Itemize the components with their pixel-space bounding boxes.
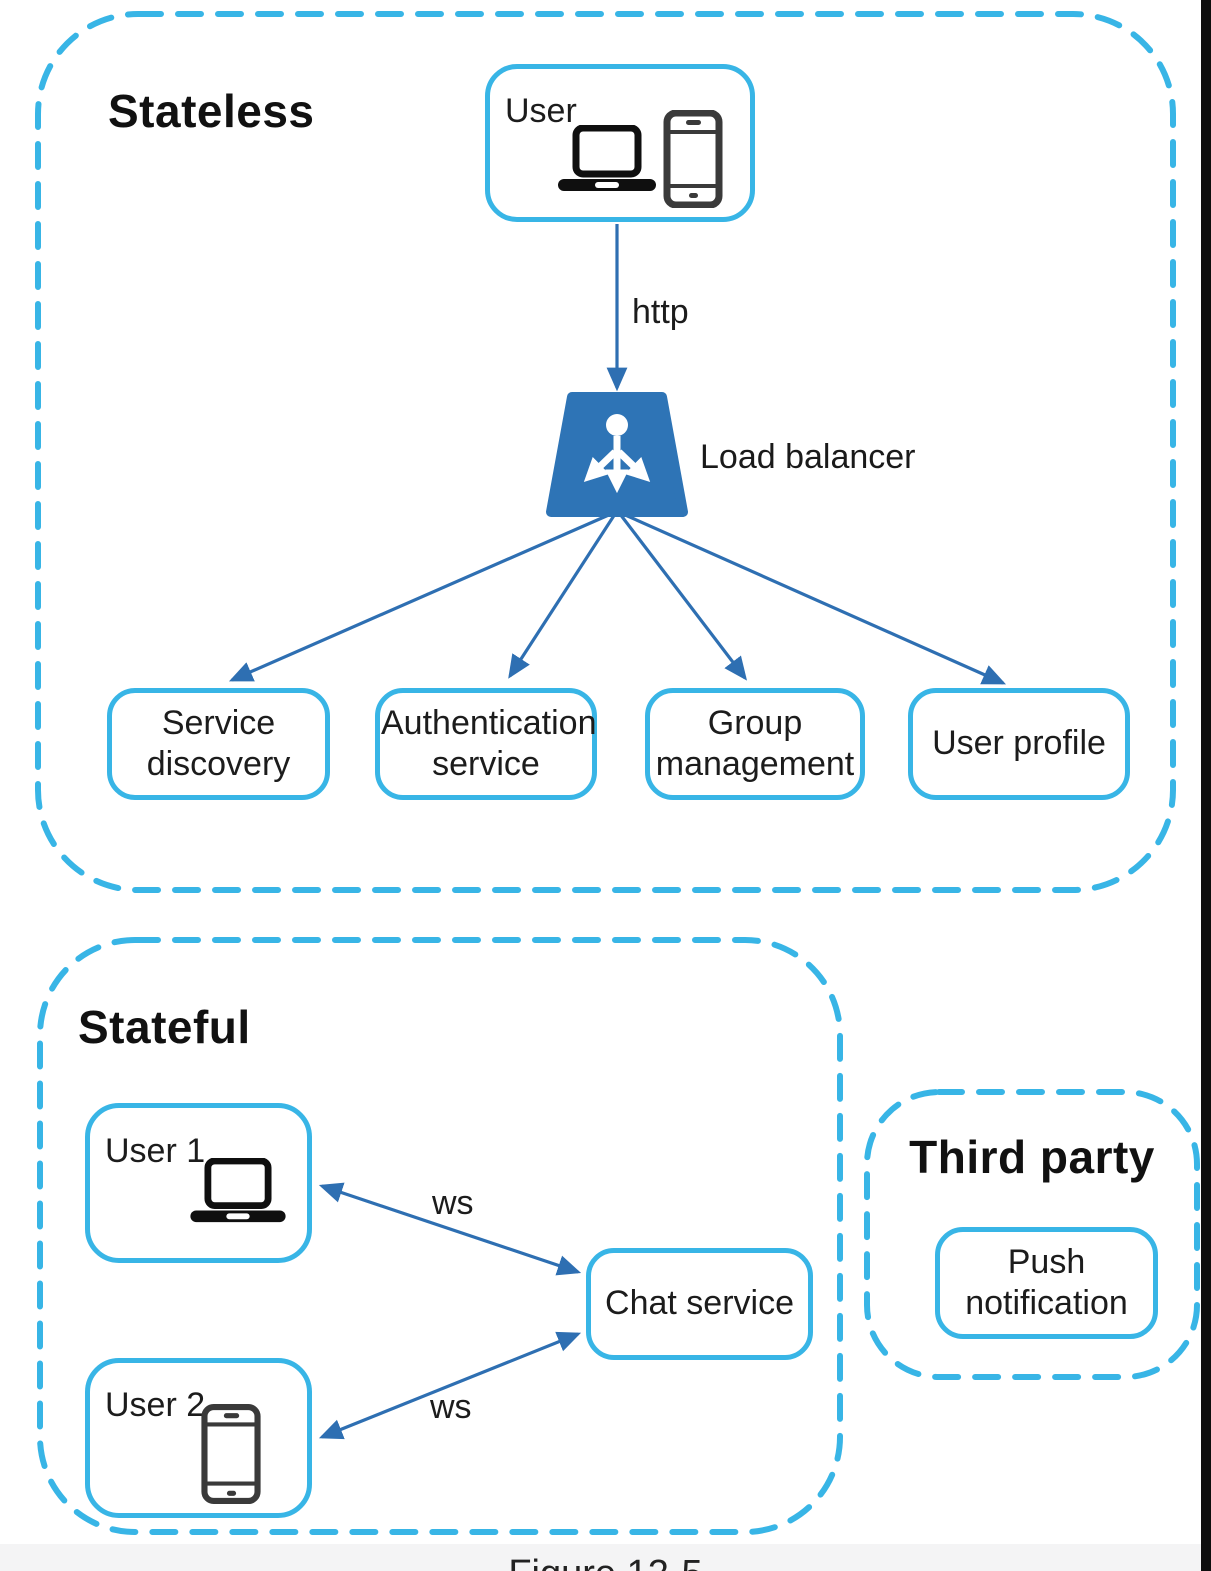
node-chat-service-label: Chat service: [605, 1284, 794, 1323]
edge-ws-user2-chat: [318, 1331, 582, 1440]
node-user-profile: User profile: [908, 688, 1130, 800]
node-service-discovery: Service discovery: [107, 688, 330, 800]
node-group-management: Group management: [645, 688, 865, 800]
node-user1-label: User 1: [105, 1132, 206, 1170]
node-load-balancer-label: Load balancer: [700, 438, 916, 476]
edge-lb-authentication-service: [508, 513, 617, 679]
page-right-edge-strip: [1201, 0, 1211, 1571]
stateful-container-border: [37, 937, 843, 1535]
node-push-notification-label: Push notification: [965, 1242, 1128, 1322]
page-bottom-band: [0, 1544, 1211, 1571]
node-user2-label: User 2: [105, 1386, 206, 1424]
figure-caption: Figure 12-5: [0, 1553, 1211, 1571]
node-authentication-service: Authentication service: [375, 688, 597, 800]
edge-label-ws-2: ws: [430, 1388, 472, 1426]
node-group-management-label: Group management: [655, 703, 855, 783]
node-chat-service: Chat service: [586, 1248, 813, 1360]
node-authentication-service-label: Authentication service: [381, 703, 597, 783]
node-user-profile-label: User profile: [932, 724, 1106, 763]
edge-lb-group-management: [618, 513, 748, 681]
node-push-notification: Push notification: [935, 1227, 1158, 1339]
laptop-icon: [558, 125, 656, 191]
edge-lb-user-profile: [622, 512, 1007, 685]
section-title-stateful: Stateful: [78, 1001, 251, 1053]
edge-lb-service-discovery: [228, 512, 612, 682]
node-user1: [85, 1103, 312, 1263]
section-title-stateless: Stateless: [108, 85, 315, 137]
smartphone-icon: [201, 1404, 261, 1504]
edge-label-http: http: [632, 293, 689, 331]
load-balancer-icon: [546, 392, 688, 517]
node-user-label: User: [505, 92, 577, 130]
section-title-third-party: Third party: [909, 1131, 1155, 1183]
node-service-discovery-label: Service discovery: [146, 703, 291, 783]
third-party-container-border: [864, 1089, 1200, 1380]
smartphone-icon: [663, 110, 723, 208]
edge-ws-user1-chat: [318, 1182, 582, 1276]
node-user2: [85, 1358, 312, 1518]
edge-label-ws-1: ws: [432, 1184, 474, 1222]
laptop-icon: [190, 1158, 286, 1223]
